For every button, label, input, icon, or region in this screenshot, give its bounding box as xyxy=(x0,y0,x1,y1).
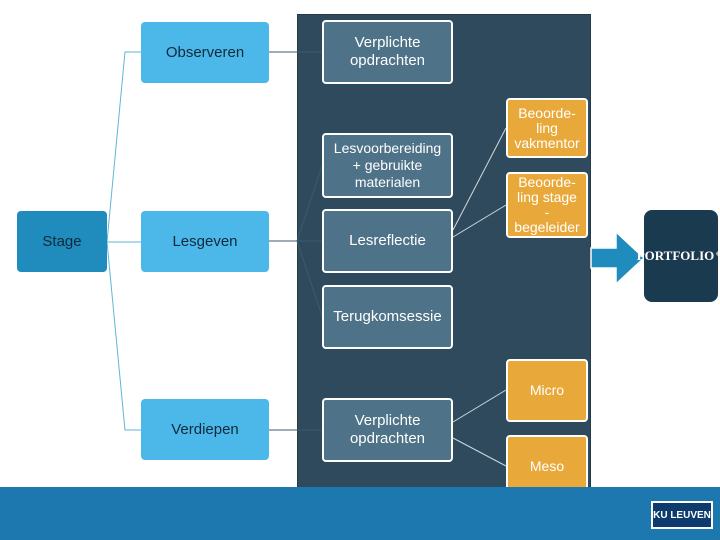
connector-stage-observeren xyxy=(106,51,141,243)
lesvoorbereiding-node: Lesvoorbereiding + gebruikte materialen xyxy=(322,133,453,198)
verdiepen-node: Verdiepen xyxy=(141,399,269,460)
lesreflectie-node: Lesreflectie xyxy=(322,209,453,273)
observeren-label: Observeren xyxy=(165,43,245,61)
beoordeling-vakmentor-node: Beoorde- ling vakmentor xyxy=(506,98,588,158)
meso-label: Meso xyxy=(529,458,565,474)
lesreflectie-label: Lesreflectie xyxy=(349,232,426,249)
verplichte-opdrachten-top-node: Verplichte opdrachten xyxy=(322,20,453,84)
connector-lesreflectie-stagebegeleider xyxy=(452,204,507,238)
terugkomsessie-label: Terugkomsessie xyxy=(333,308,442,325)
beoordeling-stagebegeleider-node: Beoorde- ling stage - begeleider xyxy=(506,172,588,238)
portfolio-icon: PORTFOLIO ✎ xyxy=(637,210,720,302)
verplichte-opdrachten-bottom-node: Verplichte opdrachten xyxy=(322,398,453,462)
stage-label: Stage xyxy=(42,232,82,250)
connector-lesreflectie-vakmentor xyxy=(452,127,507,231)
observeren-node: Observeren xyxy=(141,22,269,83)
lesgeven-node: Lesgeven xyxy=(141,211,269,272)
connector-lesgeven-lesvoorbereiding xyxy=(269,165,323,242)
stage-node: Stage xyxy=(17,211,107,272)
pencil-icon: ✎ xyxy=(715,249,720,263)
micro-label: Micro xyxy=(529,382,565,398)
ku-leuven-logo: KU LEUVEN xyxy=(651,501,713,529)
ku-leuven-logo-text: KU LEUVEN xyxy=(653,509,711,521)
connector-stage-verdiepen xyxy=(106,241,141,431)
connector-opdrachten-meso xyxy=(452,437,507,467)
verplichte-opdrachten-bottom-label: Verplichte opdrachten xyxy=(349,412,426,447)
terugkomsessie-node: Terugkomsessie xyxy=(322,285,453,349)
footer-bar xyxy=(0,487,720,540)
arrow-to-portfolio-icon xyxy=(590,230,646,286)
verplichte-opdrachten-top-label: Verplichte opdrachten xyxy=(349,34,426,69)
lesgeven-label: Lesgeven xyxy=(172,232,238,250)
beoordeling-vakmentor-label: Beoorde- ling vakmentor xyxy=(514,104,580,151)
beoordeling-stagebegeleider-label: Beoorde- ling stage - begeleider xyxy=(514,174,580,235)
micro-node: Micro xyxy=(506,359,588,422)
connector-lesgeven-terugkomsessie xyxy=(269,240,323,317)
verdiepen-label: Verdiepen xyxy=(171,420,239,438)
portfolio-label: PORTFOLIO xyxy=(636,248,715,263)
lesvoorbereiding-label: Lesvoorbereiding + gebruikte materialen xyxy=(333,140,442,190)
connector-opdrachten-micro xyxy=(452,389,507,423)
